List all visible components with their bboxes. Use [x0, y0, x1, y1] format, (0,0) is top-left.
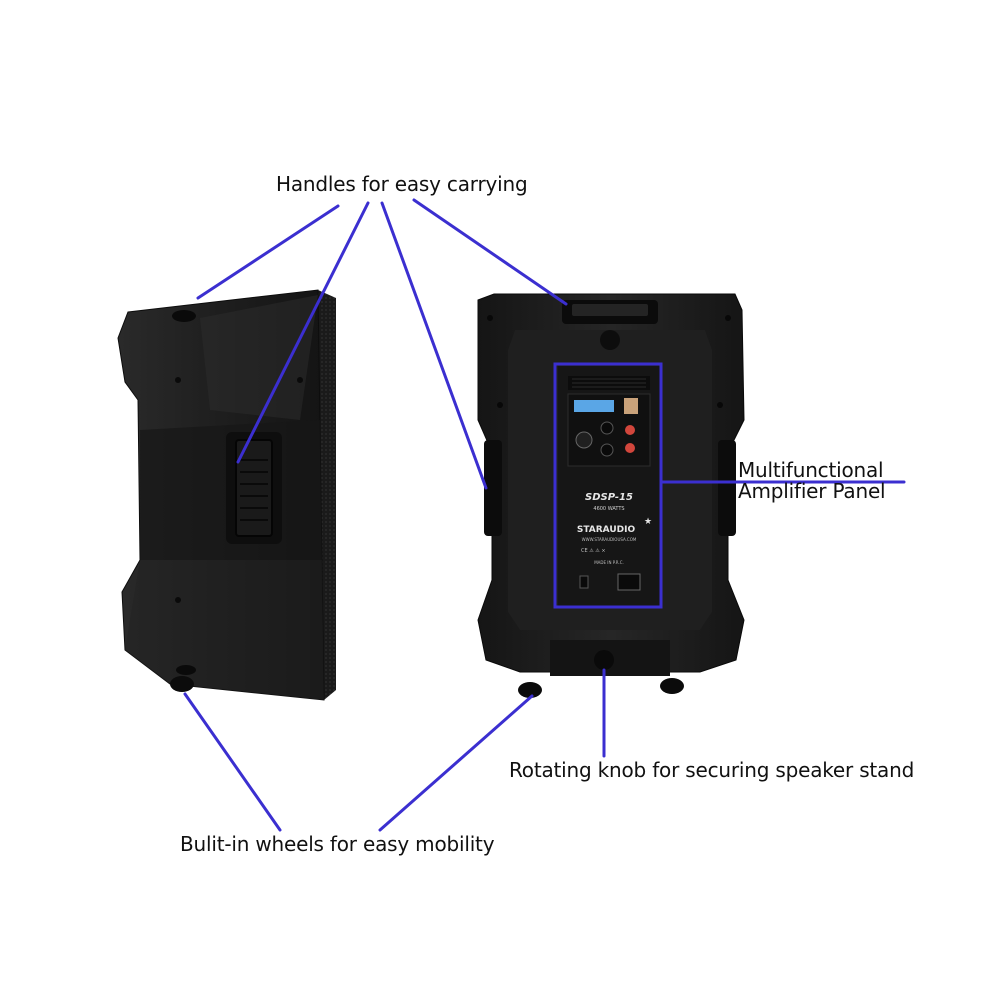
panel-website: WWW.STARAUDIOUSA.COM [582, 537, 637, 542]
stand-knob [594, 650, 614, 670]
back-right-side-handle [718, 440, 736, 536]
output-jack-1 [625, 425, 635, 435]
back-foot-right [660, 678, 684, 694]
panel-model: SDSP-15 [585, 492, 633, 503]
callout-wheels: Bulit-in wheels for easy mobility [180, 832, 495, 856]
back-wheel-left [518, 682, 542, 698]
callout-amplifier-line2: Amplifier Panel [738, 479, 886, 503]
leader-handle-back-side [380, 201, 488, 490]
panel-brand: STARAUDIO [577, 525, 636, 535]
panel-origin: MADE IN P.R.C. [594, 560, 624, 565]
leader-wheel-side [183, 692, 282, 832]
leader-wheel-back [378, 694, 534, 832]
leader-handle-side-top [196, 204, 340, 300]
power-inlet [617, 573, 641, 591]
amplifier-panel: SDSP-15 4600 WATTS STARAUDIO ★ WWW.STARA… [558, 366, 660, 606]
power-switch [624, 398, 638, 414]
callout-amplifier-line1: Multifunctional [738, 458, 884, 482]
back-left-side-handle [484, 440, 502, 536]
leader-handle-side-recess [236, 201, 370, 464]
back-view-speaker: SDSP-15 4600 WATTS STARAUDIO ★ WWW.STARA… [477, 293, 745, 698]
side-top-hole [172, 310, 196, 322]
callout-amplifier: Multifunctional Amplifier Panel [738, 458, 886, 503]
callout-handles: Handles for easy carrying [276, 172, 528, 196]
leader-handle-back-top [412, 198, 568, 306]
output-jack-2 [625, 443, 635, 453]
volume-knob-1 [600, 421, 614, 435]
lcd-display [574, 400, 614, 412]
amplifier-highlight-box [553, 362, 663, 609]
volume-knob-2 [600, 443, 614, 457]
leader-lines [183, 198, 906, 832]
side-view-speaker [117, 289, 336, 701]
panel-watts: 4600 WATTS [593, 506, 624, 512]
side-handle-grip [235, 439, 273, 537]
input-jack [575, 431, 593, 449]
panel-fuse [579, 575, 589, 589]
certification-marks: CE ⚠ ⚠ ⨯ [581, 548, 606, 554]
back-top-knob [600, 330, 620, 350]
callout-knob: Rotating knob for securing speaker stand [509, 758, 915, 782]
star-icon: ★ [644, 517, 652, 527]
side-wheel [170, 676, 194, 692]
